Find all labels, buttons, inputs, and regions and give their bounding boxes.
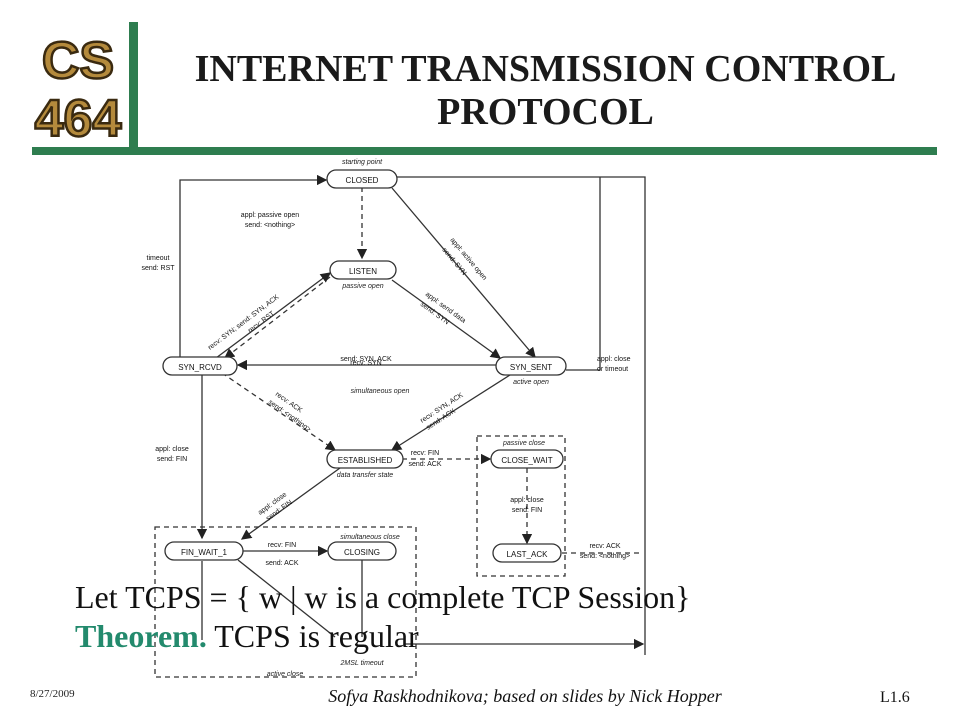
label-appl-close-left: appl: close	[155, 446, 189, 453]
state-syn-rcvd	[162, 356, 238, 376]
label-appl-close: appl: close	[597, 356, 631, 363]
label-send-fin-left: send: FIN	[157, 456, 187, 463]
theorem-statement: TCPS is regular	[206, 618, 419, 654]
caption-simultaneous-close: simultaneous close	[340, 534, 400, 541]
state-listen	[329, 260, 397, 280]
label-appl-close-cw: appl: close	[510, 497, 544, 504]
slide-title-line1: INTERNET TRANSMISSION CONTROL	[194, 48, 897, 90]
label-send-nothing: send: <nothing>	[245, 222, 295, 229]
state-fin-wait-1-label: FIN_WAIT_1	[181, 548, 227, 557]
edge-timeout-rst	[179, 174, 328, 362]
label-recv-ack-lastack: recv: ACK	[589, 543, 620, 550]
active-close-box	[154, 526, 417, 678]
state-listen-label: LISTEN	[349, 267, 377, 276]
label-send-ack-fw1: send: ACK	[265, 560, 298, 567]
state-syn-rcvd-label: SYN_RCVD	[178, 363, 222, 372]
logo-text-464: 464	[35, 90, 122, 144]
title-horizontal-bar	[32, 147, 937, 155]
edge-synsent-established	[390, 374, 511, 451]
body-line-theorem: Theorem. TCPS is regular	[75, 617, 915, 656]
edge-finwait1-timewait	[237, 559, 336, 638]
edge-listen-synsent	[391, 279, 502, 359]
label-timeout: timeout	[147, 255, 170, 262]
label-recv-fin: recv: FIN	[411, 450, 439, 457]
state-closed	[326, 169, 398, 189]
cs464-logo: CS 464	[33, 31, 122, 144]
label-send-ack: send: ACK	[408, 461, 441, 468]
label-send-nothing-lastack: send: <nothing>	[580, 553, 630, 560]
edge-closed-synsent	[391, 187, 536, 358]
state-closing	[327, 541, 397, 561]
tcp-state-diagram: CLOSED LISTEN SYN_RCVD SYN_SENT ESTABLIS…	[141, 159, 646, 678]
state-close-wait-label: CLOSE_WAIT	[501, 456, 552, 465]
slide-number: L1.6	[880, 689, 910, 706]
state-last-ack-label: LAST_ACK	[507, 550, 549, 559]
caption-data-transfer: data transfer state	[337, 472, 394, 479]
state-fin-wait-1	[164, 541, 244, 561]
caption-passive-open: passive open	[341, 283, 383, 290]
label-appl-passive-open: appl: passive open	[241, 212, 299, 219]
state-established-label: ESTABLISHED	[338, 456, 393, 465]
label-send-fin-cw: send: FIN	[512, 507, 542, 514]
caption-starting-point: starting point	[342, 159, 383, 166]
slide-body: Let TCPS = { w | w is a complete TCP Ses…	[75, 578, 915, 656]
label-send-syn-ack: send: SYN, ACK	[340, 356, 392, 363]
state-last-ack	[492, 543, 562, 563]
caption-active-open: active open	[513, 379, 549, 386]
edge-established-finwait1	[240, 467, 341, 540]
passive-close-box	[476, 435, 566, 577]
caption-simultaneous-open: simultaneous open	[351, 388, 410, 395]
caption-2msl-timeout: 2MSL timeout	[339, 660, 384, 667]
edge-outer-right	[397, 176, 646, 655]
body-line-tcps: Let TCPS = { w | w is a complete TCP Ses…	[75, 579, 691, 615]
edge-listen-synrcvd	[223, 276, 331, 359]
edge-synrcvd-listen	[215, 272, 332, 359]
state-syn-sent-label: SYN_SENT	[510, 363, 552, 372]
edge-synrcvd-established	[221, 372, 337, 451]
state-close-wait	[490, 449, 564, 469]
state-established	[326, 449, 404, 469]
caption-passive-close: passive close	[502, 440, 545, 447]
label-send-rst: send: RST	[141, 265, 175, 272]
caption-active-close: active close	[267, 671, 304, 678]
state-syn-sent	[495, 356, 567, 376]
slide-title: INTERNET TRANSMISSION CONTROL PROTOCOL	[148, 48, 943, 134]
state-closing-label: CLOSING	[344, 548, 380, 557]
theorem-word: Theorem.	[75, 618, 207, 654]
logo-text-cs: CS	[42, 32, 114, 90]
slide-title-line2: PROTOCOL	[437, 91, 654, 133]
slide-credit: Sofya Raskhodnikova; based on slides by …	[328, 686, 722, 706]
edge-syn-sent-close	[566, 177, 601, 371]
slide-date: 8/27/2009	[30, 688, 75, 700]
label-recv-fin-fw1: recv: FIN	[268, 542, 296, 549]
state-closed-label: CLOSED	[346, 176, 379, 185]
title-vertical-bar	[129, 22, 138, 150]
label-or-timeout: or timeout	[597, 366, 628, 373]
label-recv-syn: recv: SYN	[350, 360, 382, 367]
